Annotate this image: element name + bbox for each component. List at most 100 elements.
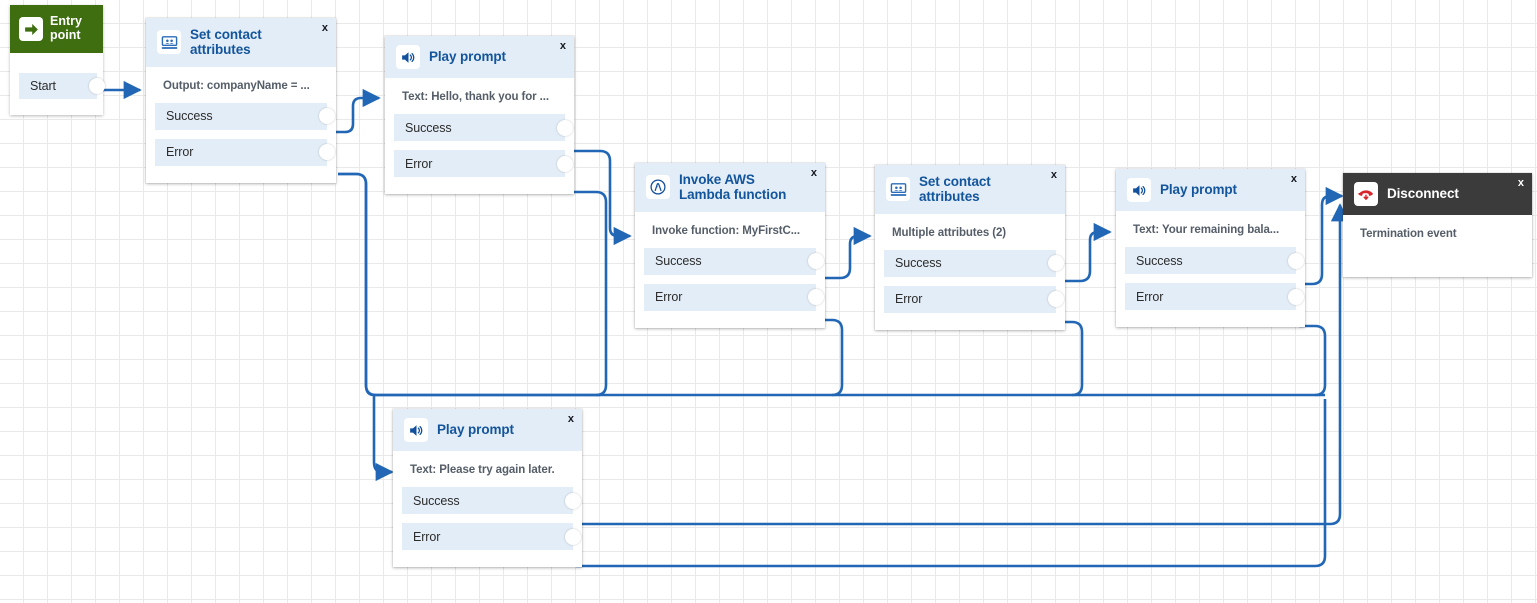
entry-point-title-line2: point [50, 28, 81, 42]
entry-point-title: Entry point [50, 14, 82, 43]
port-label: Success [166, 109, 213, 123]
node-header: Set contact attributes x [875, 165, 1065, 214]
node-disconnect[interactable]: Disconnect x Termination event [1343, 173, 1532, 277]
port-connector-dot[interactable] [319, 144, 335, 160]
node-description: Text: Your remaining bala... [1133, 224, 1280, 236]
node-title: Play prompt [429, 49, 506, 65]
node-header: Set contact attributes x [146, 18, 336, 67]
node-header: Play prompt x [385, 36, 574, 78]
node-description: Multiple attributes (2) [892, 226, 1006, 239]
port-error[interactable]: Error [1125, 283, 1304, 310]
port-label: Error [413, 529, 441, 544]
node-description: Invoke function: MyFirstC... [652, 224, 800, 237]
close-icon[interactable]: x [321, 22, 328, 34]
arrow-right-icon [19, 17, 43, 41]
port-success[interactable]: Success [402, 487, 581, 514]
aws-lambda-icon [646, 175, 670, 200]
node-title: Set contact attributes [190, 27, 262, 58]
node-title: Invoke AWS Lambda function [679, 172, 786, 203]
port-label: Error [655, 290, 683, 304]
close-icon[interactable]: x [559, 40, 566, 52]
close-icon[interactable]: x [1517, 177, 1524, 189]
wire-attrs1-error-to-bus [338, 172, 600, 397]
node-description: Termination event [1360, 228, 1457, 240]
wire-prompt1-error-to-bus [570, 190, 608, 397]
port-success[interactable]: Success [884, 249, 1064, 277]
entry-point-node[interactable]: Entry point Start [10, 5, 105, 115]
port-error[interactable]: Error [402, 523, 581, 550]
node-title-line1: Invoke AWS [679, 172, 755, 187]
port-error[interactable]: Error [394, 150, 573, 177]
port-label: Success [655, 254, 702, 268]
port-error[interactable]: Error [644, 283, 824, 311]
contact-attributes-icon [157, 30, 181, 55]
port-label: Success [405, 120, 452, 135]
port-label: Error [166, 145, 194, 159]
port-success[interactable]: Success [394, 114, 573, 141]
node-title: Disconnect [1387, 186, 1459, 202]
port-connector-dot[interactable] [319, 108, 335, 124]
port-label: Error [1136, 289, 1164, 304]
close-icon[interactable]: x [1050, 169, 1057, 181]
port-connector-dot[interactable] [89, 78, 105, 94]
wire-attrs2-success-to-prompt2 [1058, 222, 1112, 283]
node-title: Set contact attributes [919, 174, 991, 205]
port-label: Start [30, 79, 56, 93]
wire-prompt1-success-to-lambda [570, 149, 632, 246]
close-icon[interactable]: x [1290, 173, 1297, 185]
port-error[interactable]: Error [884, 285, 1064, 313]
wire-prompt2-success-to-disconnect [1299, 186, 1344, 286]
speaker-icon [396, 45, 420, 69]
port-connector-dot[interactable] [808, 253, 824, 269]
wire-lambda-success-to-attrs2 [818, 226, 872, 280]
entry-point-header: Entry point [10, 5, 103, 53]
wire-lambda-error-to-bus [818, 318, 844, 397]
port-connector-dot[interactable] [565, 528, 581, 545]
port-connector-dot[interactable] [1288, 288, 1304, 305]
port-connector-dot[interactable] [1048, 255, 1064, 271]
wire-errorbus-to-prompt3 [338, 172, 394, 482]
port-success[interactable]: Success [1125, 247, 1304, 274]
node-header: Play prompt x [393, 409, 582, 451]
node-title: Play prompt [437, 422, 514, 438]
speaker-icon [404, 418, 428, 442]
port-label: Success [413, 493, 460, 508]
port-connector-dot[interactable] [1048, 291, 1064, 307]
node-title-line2: attributes [190, 42, 251, 58]
port-connector-dot[interactable] [557, 155, 573, 172]
node-set-contact-attributes-2[interactable]: Set contact attributes x Multiple attrib… [875, 165, 1065, 330]
node-header: Invoke AWS Lambda function x [635, 163, 825, 212]
wire-attrs2-error-to-bus [1058, 320, 1084, 397]
node-title-line1: Set contact [919, 174, 991, 189]
node-play-prompt-3[interactable]: Play prompt x Text: Please try again lat… [393, 409, 582, 567]
port-success[interactable]: Success [155, 102, 335, 130]
node-title-line2: Lambda function [679, 187, 787, 203]
port-label: Success [895, 256, 942, 270]
close-icon[interactable]: x [567, 413, 574, 425]
contact-attributes-icon [886, 177, 910, 202]
node-title-line2: attributes [919, 189, 980, 205]
node-title-line1: Set contact [190, 27, 262, 42]
wire-prompt3-error-to-disconnect [576, 399, 1327, 568]
speaker-icon [1127, 178, 1151, 202]
port-connector-dot[interactable] [808, 289, 824, 305]
port-connector-dot[interactable] [557, 119, 573, 136]
node-play-prompt-2[interactable]: Play prompt x Text: Your remaining bala.… [1116, 169, 1305, 327]
port-label: Error [405, 156, 433, 171]
port-success[interactable]: Success [644, 247, 824, 275]
port-error[interactable]: Error [155, 138, 335, 166]
close-icon[interactable]: x [810, 167, 817, 179]
port-label: Success [1136, 253, 1183, 268]
node-header: Play prompt x [1116, 169, 1305, 211]
node-title: Play prompt [1160, 182, 1237, 198]
node-invoke-lambda[interactable]: Invoke AWS Lambda function x Invoke func… [635, 163, 825, 328]
node-description: Text: Please try again later. [410, 464, 555, 476]
port-connector-dot[interactable] [1288, 252, 1304, 269]
port-connector-dot[interactable] [565, 492, 581, 509]
entry-point-title-line1: Entry [50, 14, 82, 29]
entry-point-port-start[interactable]: Start [19, 73, 105, 99]
node-play-prompt-1[interactable]: Play prompt x Text: Hello, thank you for… [385, 36, 574, 194]
port-label: Error [895, 292, 923, 306]
node-set-contact-attributes-1[interactable]: Set contact attributes x Output: company… [146, 18, 336, 183]
